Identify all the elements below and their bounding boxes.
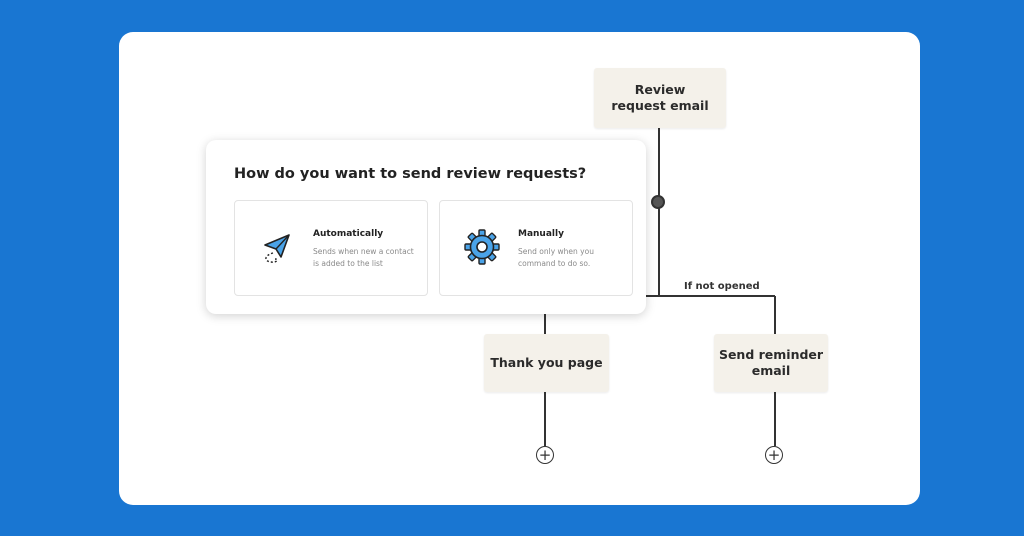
gear-icon	[464, 229, 500, 265]
node-thanks-label: Thank you page	[490, 355, 603, 370]
option-automatically-description: Sends when new a contact is added to the…	[313, 247, 414, 268]
panel-title: How do you want to send review requests?	[234, 166, 587, 182]
node-reminder-line2: email	[751, 363, 791, 378]
branch-label-if-not-opened: If not opened	[684, 281, 760, 292]
option-manually[interactable]: Manually Send only when you command to d…	[439, 200, 633, 296]
add-step-button-left[interactable]: +	[536, 446, 554, 464]
paper-plane-icon	[264, 234, 290, 263]
send-method-panel: How do you want to send review requests?…	[206, 140, 646, 314]
option-automatically-title: Automatically	[313, 229, 384, 239]
option-automatically[interactable]: Automatically Sends when new a contact i…	[234, 200, 428, 296]
add-step-button-right[interactable]: +	[765, 446, 783, 464]
plus-icon: +	[538, 445, 552, 464]
option-manually-description: Send only when you command to do so.	[518, 247, 594, 268]
plus-icon: +	[767, 445, 781, 464]
node-review-line1: Review	[634, 82, 686, 97]
node-thank-you-page[interactable]: Thank you page	[484, 334, 609, 392]
connector-dot[interactable]	[651, 195, 665, 209]
option-manually-title: Manually	[518, 229, 564, 239]
node-review-line2: request email	[611, 98, 709, 113]
node-review-request-email[interactable]: Review request email	[594, 68, 726, 128]
node-send-reminder-email[interactable]: Send reminder email	[714, 334, 828, 392]
node-reminder-line1: Send reminder	[718, 347, 824, 362]
